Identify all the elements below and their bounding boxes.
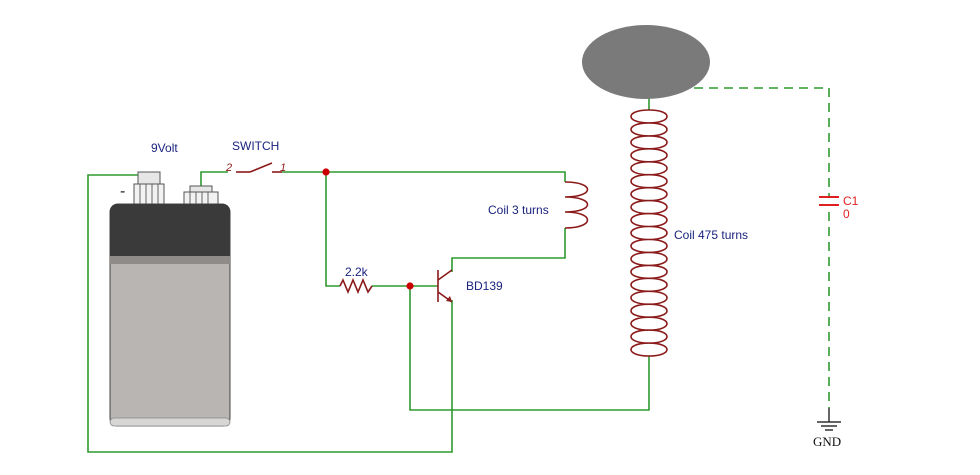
secondary-coil-label: Coil 475 turns <box>674 228 748 242</box>
wire-coil-to-collector <box>451 228 566 272</box>
wire-switch-to-node <box>282 171 566 182</box>
wires <box>87 87 830 453</box>
battery-minus-sign: - <box>120 183 125 200</box>
resistor-label: 2.2k <box>345 265 369 279</box>
primary-coil-label: Coil 3 turns <box>488 203 549 217</box>
wire-battery-minus <box>87 174 453 453</box>
transistor[interactable] <box>437 269 453 303</box>
capacitor-value: 0 <box>843 207 850 221</box>
capacitor-label: C1 <box>843 194 859 208</box>
wire-battery-plus <box>200 171 228 190</box>
primary-coil[interactable] <box>564 181 589 229</box>
ground-label: GND <box>813 434 841 449</box>
battery[interactable] <box>109 171 231 427</box>
switch-pin-1: 1 <box>280 162 286 174</box>
switch[interactable] <box>236 162 282 173</box>
ground-symbol <box>817 408 841 431</box>
wire-base-to-secondary <box>409 286 650 411</box>
junction-dot <box>322 168 330 176</box>
wire-top-load-to-capacitor <box>649 87 830 196</box>
junction-dot <box>406 282 414 290</box>
transistor-label: BD139 <box>466 279 503 293</box>
secondary-coil[interactable] <box>630 109 668 357</box>
switch-label: SWITCH <box>232 139 279 153</box>
wire-node-to-resistor <box>325 172 340 287</box>
resistor[interactable] <box>339 277 373 295</box>
switch-pin-2: 2 <box>225 162 232 174</box>
battery-label: 9Volt <box>151 141 178 155</box>
capacitor[interactable] <box>819 196 839 206</box>
top-load <box>582 25 710 99</box>
